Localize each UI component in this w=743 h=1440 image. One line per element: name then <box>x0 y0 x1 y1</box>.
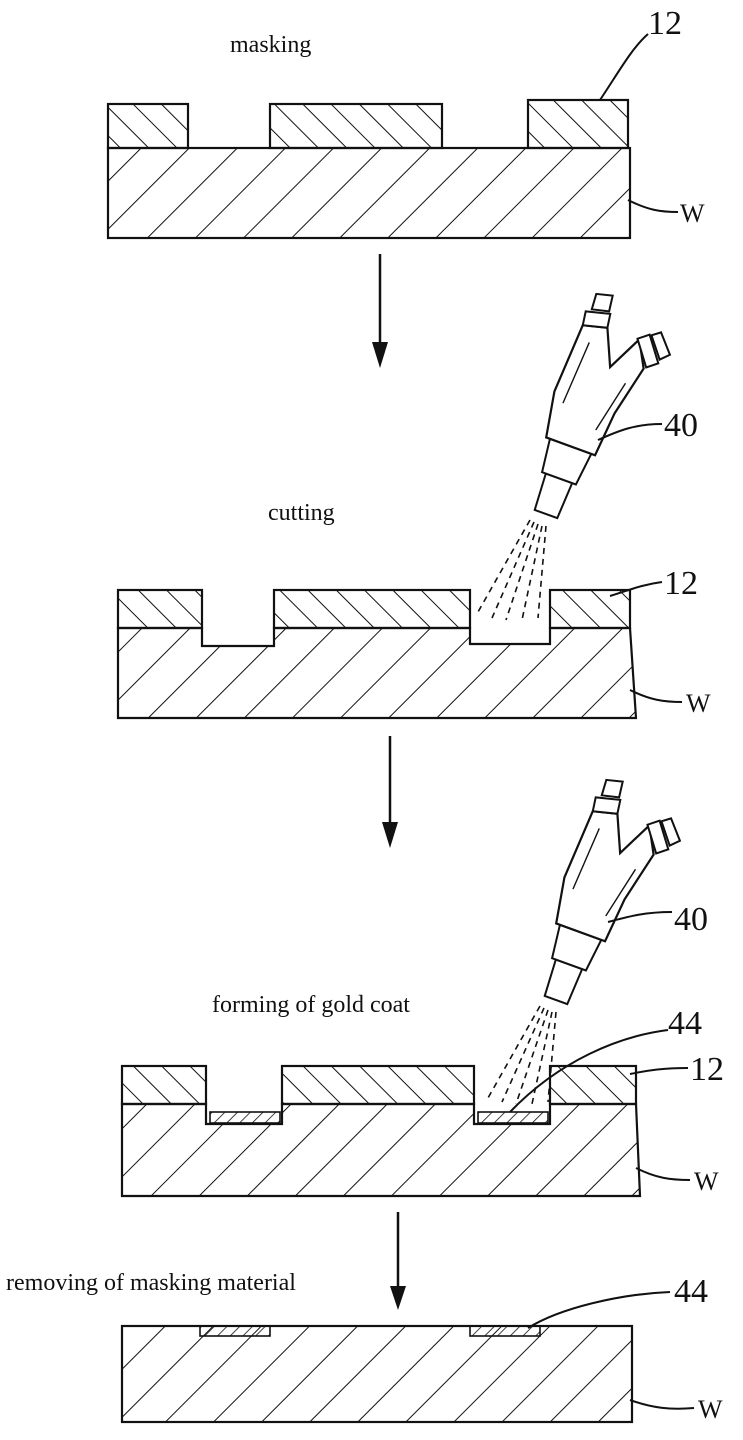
ref-mask-1: 12 <box>648 5 682 42</box>
leader-nozzle-1 <box>597 423 663 441</box>
down-arrow-icon <box>382 736 398 848</box>
ref-wafer-2: W <box>686 689 711 718</box>
spray-nozzle-icon <box>512 287 684 537</box>
mask-layer-masking <box>106 98 630 150</box>
spray-nozzle-icon <box>522 773 694 1023</box>
down-arrow-icon <box>390 1212 406 1310</box>
mask-layer-gold-coat <box>120 1064 638 1106</box>
ref-nozzle-2: 40 <box>674 901 708 938</box>
wafer-cutting <box>116 626 638 720</box>
ref-wafer-1: W <box>680 199 705 228</box>
ref-wafer-4: W <box>698 1395 723 1424</box>
ref-gold-2: 44 <box>674 1273 708 1310</box>
gold-coat-final <box>199 1325 541 1337</box>
wafer-final <box>120 1324 634 1424</box>
leader-wafer-3 <box>635 1167 691 1181</box>
ref-nozzle-1: 40 <box>664 407 698 444</box>
leader-nozzle-2 <box>607 911 673 923</box>
mask-layer-cutting <box>116 588 632 630</box>
ref-mask-3: 12 <box>690 1051 724 1088</box>
step-label-removing: removing of masking material <box>6 1270 296 1296</box>
leader-wafer-1 <box>627 199 679 213</box>
ref-wafer-3: W <box>694 1167 719 1196</box>
leader-mask-1 <box>599 33 649 101</box>
step-label-gold-coat: forming of gold coat <box>212 992 410 1018</box>
step-label-masking: masking <box>230 32 311 58</box>
gold-coat-layer <box>209 1111 549 1124</box>
ref-mask-2: 12 <box>664 565 698 602</box>
leader-gold-2 <box>527 1291 671 1329</box>
spray-jet-cutting <box>477 519 547 621</box>
leader-mask-2 <box>609 581 663 597</box>
down-arrow-icon <box>372 254 388 368</box>
wafer-masking <box>106 146 632 240</box>
leader-wafer-2 <box>629 689 683 703</box>
spray-jet-gold <box>487 1005 557 1105</box>
leader-wafer-4 <box>629 1399 695 1410</box>
leader-gold-1 <box>509 1029 669 1113</box>
step-label-cutting: cutting <box>268 500 335 526</box>
leader-mask-3 <box>629 1067 689 1075</box>
ref-gold-1: 44 <box>668 1005 702 1042</box>
wafer-gold-coat <box>120 1102 642 1198</box>
